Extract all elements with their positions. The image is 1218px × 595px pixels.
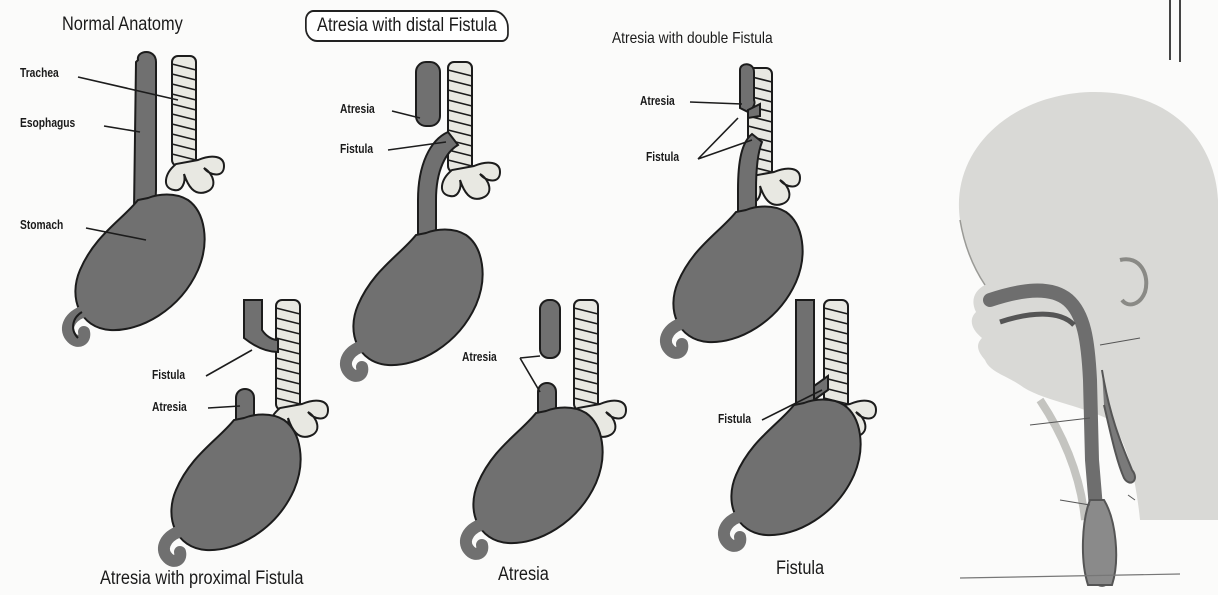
- label-fistula-proximal: Fistula: [152, 368, 185, 382]
- label-esophagus: Esophagus: [20, 116, 75, 130]
- infant-profile-illustration: [959, 92, 1218, 585]
- double-fistula-diagram: [666, 64, 803, 353]
- label-atresia-proximal: Atresia: [152, 400, 187, 414]
- label-atresia-pure: Atresia: [462, 350, 497, 364]
- label-fistula-distal: Fistula: [340, 142, 373, 156]
- page-edge: [1170, 0, 1180, 62]
- label-stomach: Stomach: [20, 218, 63, 232]
- title-distal-fistula: Atresia with distal Fistula: [305, 10, 509, 42]
- proximal-fistula-diagram: [164, 300, 328, 561]
- title-proximal-fistula: Atresia with proximal Fistula: [100, 568, 303, 590]
- atresia-diagram: [466, 300, 626, 554]
- label-atresia-distal: Atresia: [340, 102, 375, 116]
- label-trachea: Trachea: [20, 66, 59, 80]
- title-fistula: Fistula: [776, 558, 824, 580]
- normal-anatomy-diagram: [68, 52, 224, 341]
- label-atresia-double: Atresia: [640, 94, 675, 108]
- label-fistula-double: Fistula: [646, 150, 679, 164]
- title-atresia: Atresia: [498, 564, 549, 586]
- title-normal-anatomy: Normal Anatomy: [62, 14, 183, 36]
- title-double-fistula: Atresia with double Fistula: [612, 30, 773, 48]
- label-fistula-htype: Fistula: [718, 412, 751, 426]
